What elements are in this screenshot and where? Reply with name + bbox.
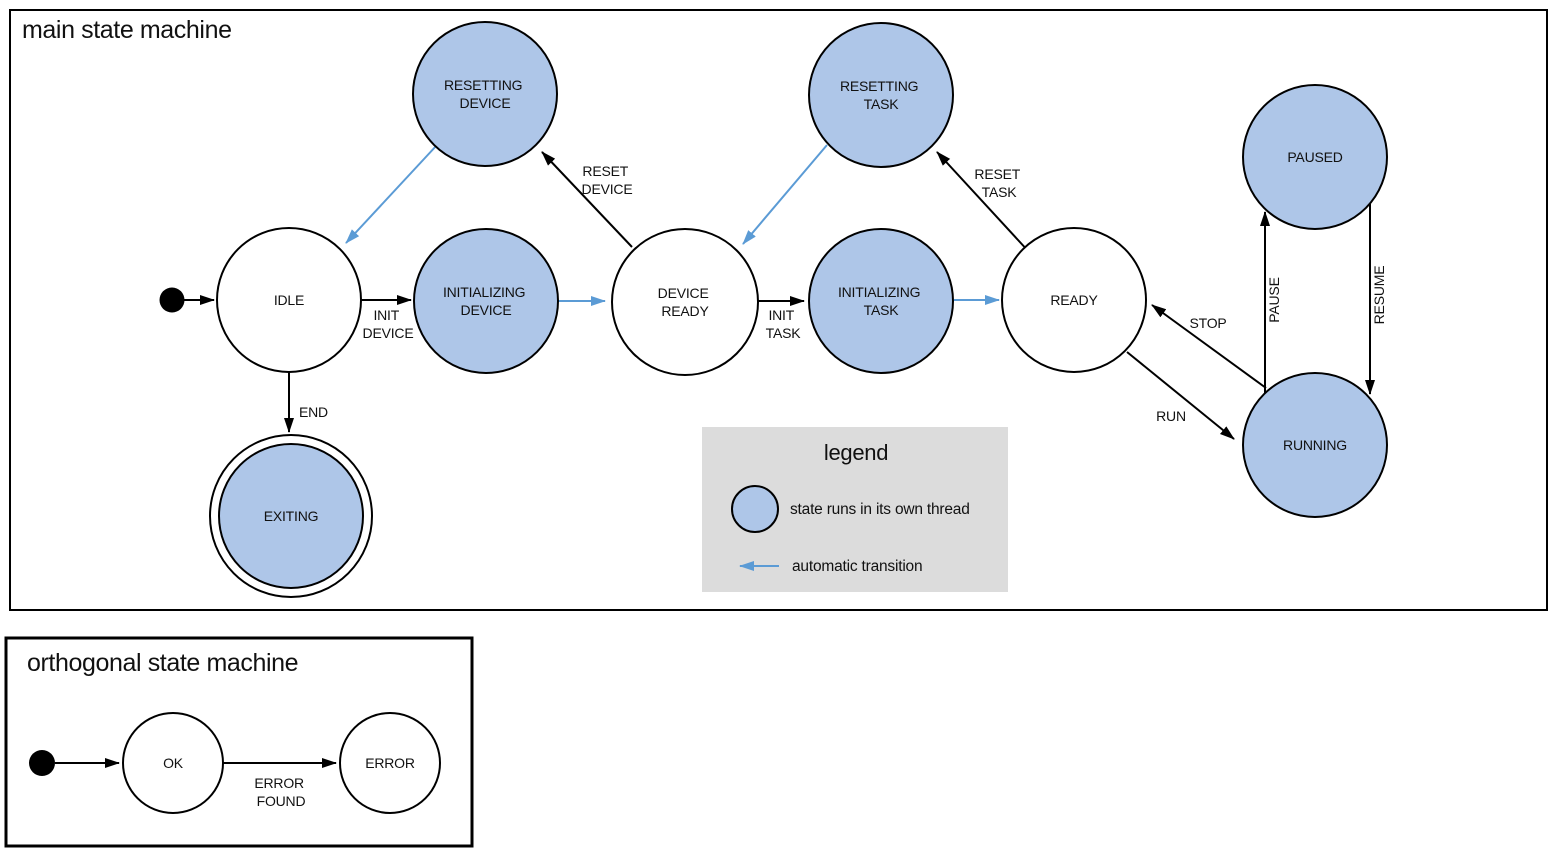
transition-reset-task — [936, 151, 1031, 254]
state-label-error: ERROR — [365, 755, 415, 771]
state-label-ok: OK — [163, 755, 184, 771]
state-resetting-device — [412, 21, 558, 167]
auto-transition-resetting-device-to-idle — [345, 144, 438, 244]
transition-label-pause: PAUSE — [1266, 277, 1282, 322]
main-frame — [9, 9, 1548, 611]
state-label-exiting: EXITING — [264, 508, 319, 524]
state-idle — [216, 227, 362, 373]
transition-stop — [1151, 304, 1267, 389]
state-label-paused: PAUSED — [1287, 149, 1342, 165]
state-label-idle: IDLE — [274, 292, 304, 308]
state-paused — [1242, 84, 1388, 230]
state-resetting-task — [808, 22, 954, 168]
transition-run — [1126, 351, 1235, 440]
state-error — [339, 712, 441, 814]
legend-title: legend — [824, 440, 888, 465]
state-label-resetting-task: RESETTING TASK — [840, 78, 922, 112]
transition-label-run: RUN — [1156, 408, 1186, 424]
legend-auto-label: automatic transition — [792, 558, 922, 575]
orthogonal-initial-state-dot — [29, 750, 55, 776]
state-label-initializing-device: INITIALIZING DEVICE — [443, 284, 529, 318]
state-label-resetting-device: RESETTING DEVICE — [444, 77, 526, 111]
transition-label-stop: STOP — [1189, 315, 1226, 331]
state-device-ready — [611, 228, 759, 376]
state-ok — [122, 712, 224, 814]
main-title: main state machine — [22, 16, 232, 44]
transition-label-init-task: INIT TASK — [766, 307, 802, 341]
legend: legend state runs in its own thread auto… — [702, 427, 1008, 592]
state-label-running: RUNNING — [1283, 437, 1347, 453]
transition-label-resume: RESUME — [1371, 266, 1387, 325]
auto-transition-resetting-task-to-device-ready — [742, 144, 828, 245]
legend-thread-label: state runs in its own thread — [790, 501, 970, 518]
state-running — [1242, 372, 1388, 518]
transition-label-end: END — [299, 404, 328, 420]
state-ready — [1001, 227, 1147, 373]
transition-label-error-found: ERROR FOUND — [254, 775, 307, 809]
legend-thread-state-icon — [731, 485, 779, 533]
state-label-ready: READY — [1050, 292, 1098, 308]
state-initializing-device — [413, 228, 559, 374]
initial-state-dot — [159, 287, 185, 313]
state-initializing-task — [808, 228, 954, 374]
transition-label-init-device: INIT DEVICE — [363, 307, 414, 341]
transition-reset-device — [541, 151, 633, 248]
transition-label-reset-task: RESET TASK — [974, 166, 1023, 200]
transition-label-reset-device: RESET DEVICE — [582, 163, 633, 197]
state-exiting — [218, 443, 364, 589]
orthogonal-frame — [4, 636, 474, 848]
orthogonal-title: orthogonal state machine — [27, 649, 298, 677]
state-label-device-ready: DEVICE READY — [658, 285, 713, 319]
state-label-initializing-task: INITIALIZING TASK — [838, 284, 924, 318]
